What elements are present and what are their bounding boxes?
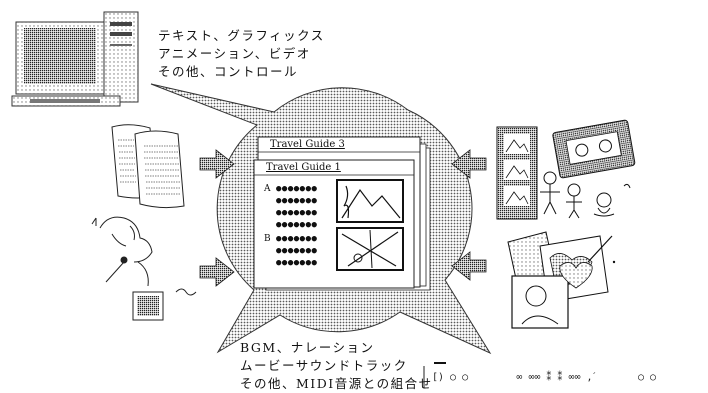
- computer-monitor-icon: [11, 11, 139, 107]
- footer-dash: [434, 362, 446, 364]
- map-image-icon: [336, 227, 404, 271]
- videocassette-icon: [552, 119, 636, 179]
- footer-symbols: [) ○ ○ ∞ ∞∞ ⁑ ⁑ ∞∞ ,ˊ ○ ○: [432, 372, 657, 383]
- doc-front-title: Travel Guide 1: [266, 162, 341, 173]
- bottom-caption-line-3: その他、MIDI音源との組合せ: [240, 376, 433, 391]
- bullet-row: ●●●●●●●: [276, 258, 318, 268]
- bullet-row: ●●●●●●●: [276, 184, 318, 194]
- characters-illustration-icon: [540, 171, 631, 219]
- photo-collage-icon: [507, 231, 616, 329]
- film-strip-icon: [496, 126, 538, 220]
- bullet-row: ●●●●●●●: [276, 196, 318, 206]
- right-arrow-icon: [199, 257, 235, 287]
- mountain-image-icon: [336, 179, 404, 223]
- bullet-row: ●●●●●●●: [276, 246, 318, 256]
- text-pages-icon: [111, 124, 185, 209]
- doc-back-title: Travel Guide 3: [270, 139, 345, 150]
- bullet-row: ●●●●●●●: [276, 208, 318, 218]
- left-arrow-icon: [451, 149, 487, 179]
- bottom-caption-line-2: ムービーサウンドトラック: [240, 358, 408, 373]
- document-stack: [253, 136, 431, 291]
- top-caption-line-3: その他、コントロール: [158, 64, 299, 79]
- left-arrow-icon: [451, 251, 487, 281]
- section-b-label: B: [264, 234, 271, 244]
- section-a-label: A: [264, 184, 271, 194]
- speaker-icon: [132, 291, 164, 321]
- singer-with-microphone-icon: [91, 216, 197, 296]
- bullet-row: ●●●●●●●: [276, 234, 318, 244]
- bottom-caption-line-1: BGM、ナレーション: [240, 340, 375, 355]
- right-arrow-icon: [199, 149, 235, 179]
- top-caption-line-2: アニメーション、ビデオ: [158, 46, 311, 61]
- top-caption-line-1: テキスト、グラフィックス: [158, 28, 325, 43]
- bullet-row: ●●●●●●●: [276, 220, 318, 230]
